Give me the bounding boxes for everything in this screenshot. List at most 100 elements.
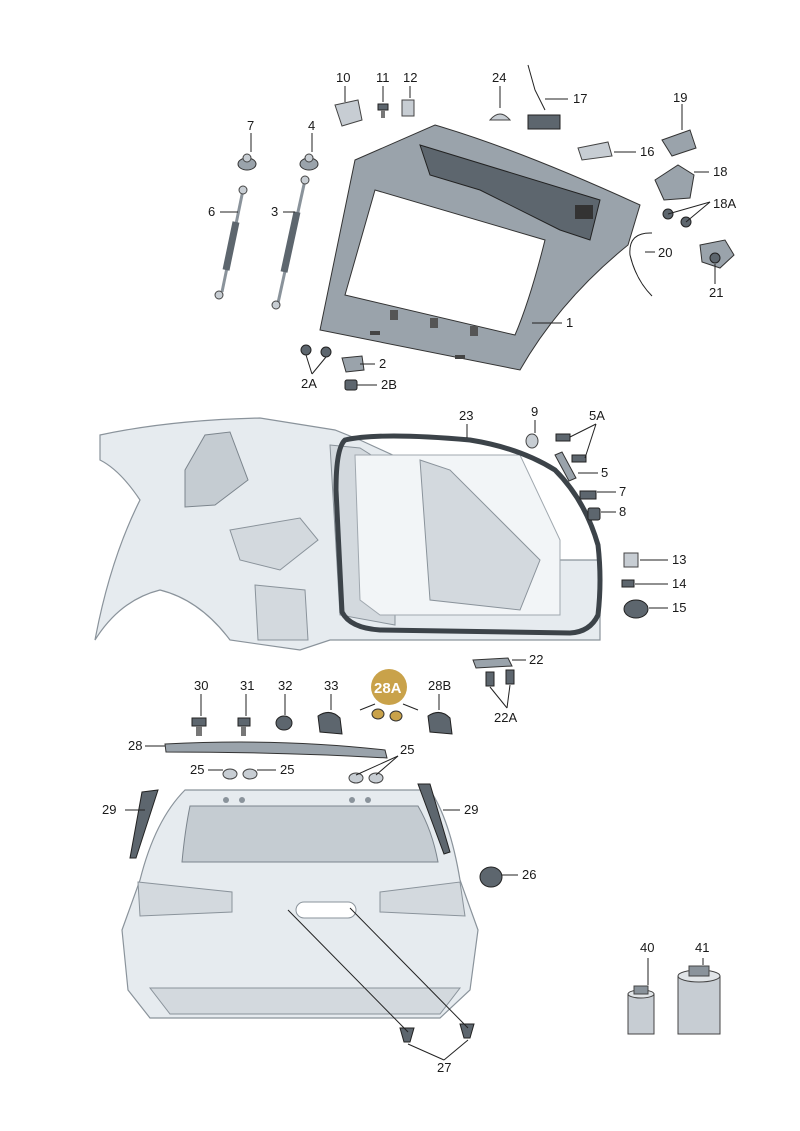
- label-21: 21: [709, 285, 723, 300]
- ball-stud-4[interactable]: [299, 153, 319, 171]
- label-5: 5: [601, 465, 608, 480]
- screw-5A-lower[interactable]: [571, 454, 587, 463]
- label-14: 14: [672, 576, 686, 591]
- tape-33[interactable]: [317, 712, 343, 735]
- label-40: 40: [640, 940, 654, 955]
- label-28A: 28A: [374, 680, 402, 697]
- screw-5A-upper[interactable]: [555, 433, 571, 442]
- screw-11[interactable]: [377, 103, 389, 118]
- label-5A: 5A: [589, 408, 605, 423]
- bolts-22A[interactable]: [485, 669, 515, 687]
- labels-section-2: 23 9 5A 5 7 8 13 14 15 22 22A: [459, 404, 686, 725]
- can-41[interactable]: [677, 965, 721, 1035]
- cable-20[interactable]: [629, 232, 653, 297]
- label-29-right: 29: [464, 802, 478, 817]
- label-18: 18: [713, 164, 727, 179]
- label-22: 22: [529, 652, 543, 667]
- labels-section-3: 30 31 32 33 28B 28 25 25 25 29 29 26 27 …: [102, 678, 709, 1075]
- highlight-badge-28A[interactable]: 28A: [371, 669, 407, 705]
- label-25-mid: 25: [280, 762, 294, 777]
- spoiler-28[interactable]: [164, 741, 388, 759]
- label-13: 13: [672, 552, 686, 567]
- label-29-left: 29: [102, 802, 116, 817]
- body-opening-section: 23 9 5A 5 7 8 13 14 15 22 22A: [94, 404, 686, 725]
- label-28B: 28B: [428, 678, 451, 693]
- spoiler-rear-section: 28A: [102, 669, 721, 1075]
- side-trim-29-left[interactable]: [129, 789, 159, 859]
- striker-22[interactable]: [472, 657, 513, 669]
- label-7-body: 7: [619, 484, 626, 499]
- label-8: 8: [619, 504, 626, 519]
- label-31: 31: [240, 678, 254, 693]
- car-rear-view: [121, 789, 479, 1019]
- nut-13[interactable]: [623, 552, 639, 568]
- bump-stop-24[interactable]: [488, 113, 512, 121]
- label-3: 3: [271, 204, 278, 219]
- cap-26[interactable]: [479, 866, 503, 888]
- clips-27[interactable]: [399, 1023, 475, 1043]
- label-11: 11: [376, 70, 390, 85]
- trim-cap-10[interactable]: [334, 99, 363, 127]
- label-19: 19: [673, 90, 687, 105]
- bracket-5[interactable]: [554, 451, 577, 482]
- actuator-21[interactable]: [699, 239, 735, 269]
- lock-18[interactable]: [654, 164, 695, 201]
- label-2B: 2B: [381, 377, 397, 392]
- washer-9[interactable]: [525, 433, 539, 449]
- label-28: 28: [128, 738, 142, 753]
- car-body-rear-side: [94, 417, 601, 651]
- label-9: 9: [531, 404, 538, 419]
- label-2: 2: [379, 356, 386, 371]
- label-23: 23: [459, 408, 473, 423]
- bracket-19[interactable]: [661, 129, 697, 157]
- label-26: 26: [522, 867, 536, 882]
- clip-8[interactable]: [587, 507, 601, 521]
- label-17: 17: [573, 91, 587, 106]
- clip-12[interactable]: [401, 99, 415, 117]
- label-25-right: 25: [400, 742, 414, 757]
- label-4: 4: [308, 118, 315, 133]
- can-40[interactable]: [627, 985, 655, 1035]
- label-2A: 2A: [301, 376, 317, 391]
- gas-strut-3[interactable]: [271, 175, 310, 310]
- label-25-left: 25: [190, 762, 204, 777]
- label-6: 6: [208, 204, 215, 219]
- tailgate-panel[interactable]: [319, 124, 641, 371]
- leaders-section-2: [466, 420, 668, 709]
- wiring-harness-17[interactable]: [527, 64, 561, 130]
- hinge-2[interactable]: [341, 355, 365, 373]
- bolt-30[interactable]: [191, 717, 207, 736]
- label-18A: 18A: [713, 196, 736, 211]
- tape-28B[interactable]: [427, 712, 453, 735]
- leaders-section-3: [125, 694, 704, 1061]
- bolts-2A[interactable]: [300, 344, 332, 358]
- side-trim-29-right[interactable]: [417, 783, 451, 855]
- washers-25[interactable]: [222, 768, 384, 784]
- ball-stud-7[interactable]: [237, 153, 257, 171]
- nut-32[interactable]: [275, 715, 293, 731]
- buffer-15[interactable]: [623, 599, 649, 619]
- screw-7-lower[interactable]: [579, 490, 597, 500]
- switch-16[interactable]: [577, 141, 613, 161]
- label-1: 1: [566, 315, 573, 330]
- label-24: 24: [492, 70, 506, 85]
- label-16: 16: [640, 144, 654, 159]
- label-41: 41: [695, 940, 709, 955]
- label-15: 15: [672, 600, 686, 615]
- label-30: 30: [194, 678, 208, 693]
- nut-2B[interactable]: [344, 379, 358, 391]
- label-33: 33: [324, 678, 338, 693]
- kit-28A-parts[interactable]: [371, 708, 403, 722]
- gas-strut-6[interactable]: [214, 185, 248, 300]
- screw-14[interactable]: [621, 579, 635, 588]
- label-10: 10: [336, 70, 350, 85]
- label-7: 7: [247, 118, 254, 133]
- leaders-section-1: [220, 86, 716, 386]
- label-27: 27: [437, 1060, 451, 1075]
- screw-31[interactable]: [237, 717, 251, 736]
- label-32: 32: [278, 678, 292, 693]
- label-20: 20: [658, 245, 672, 260]
- door-seal-23[interactable]: [333, 433, 603, 636]
- label-22A: 22A: [494, 710, 517, 725]
